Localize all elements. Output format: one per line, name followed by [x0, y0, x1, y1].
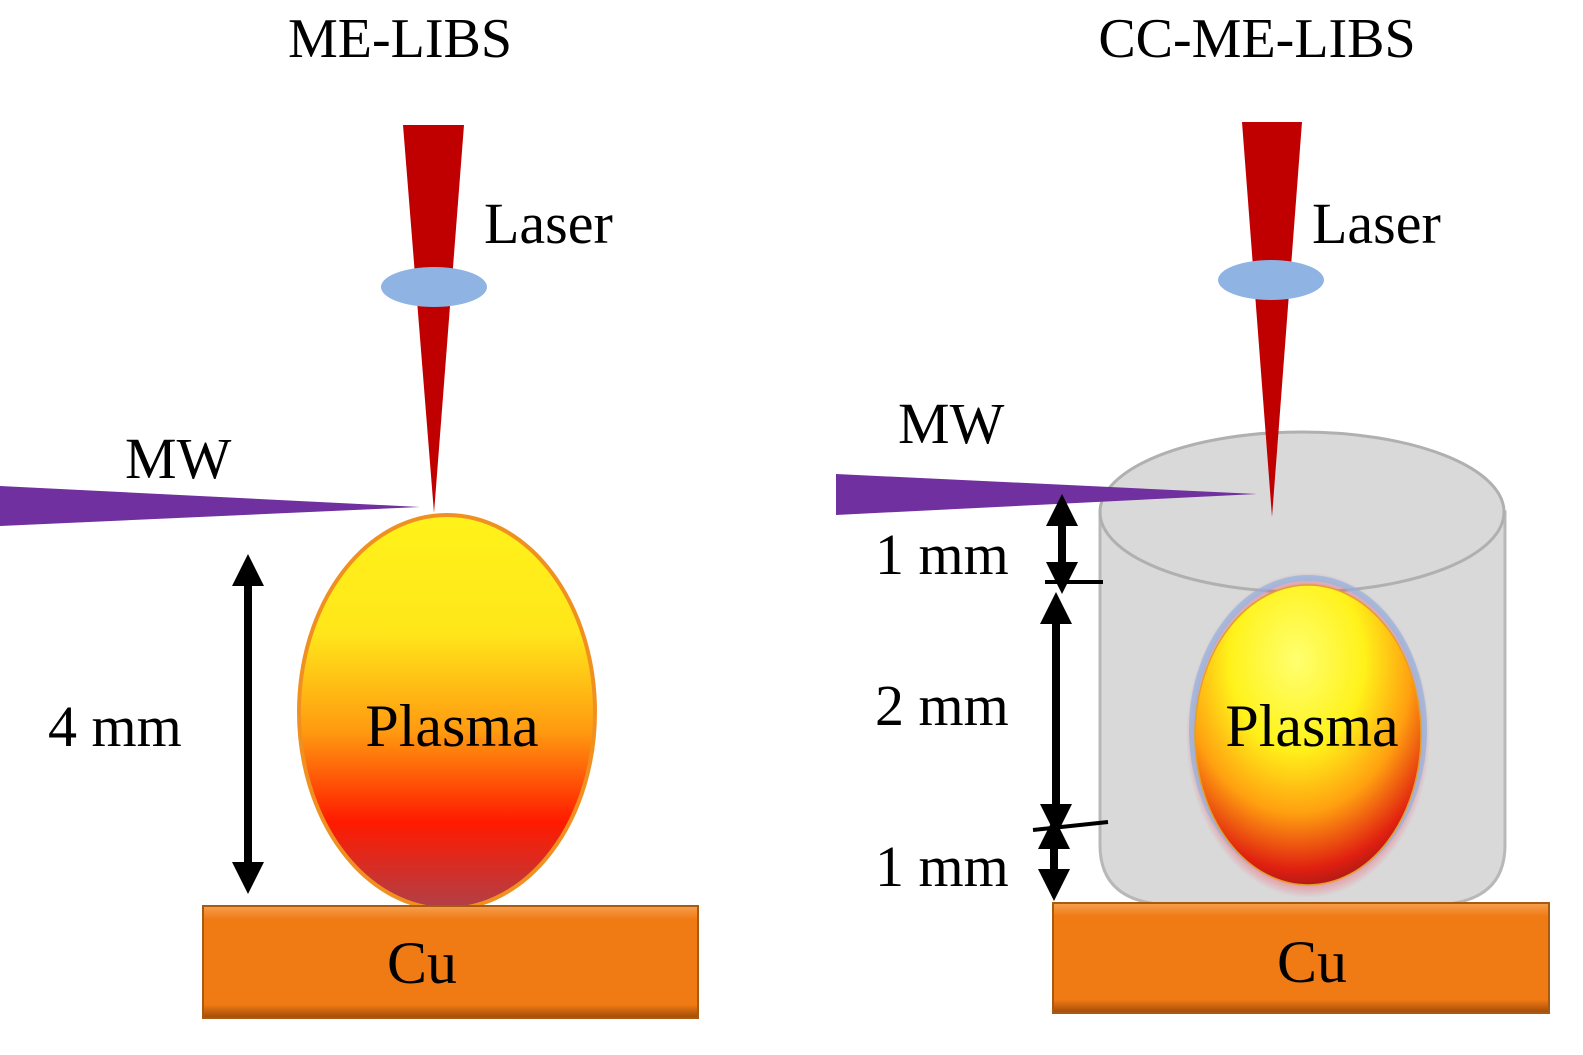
focusing-lens-icon	[381, 267, 487, 307]
substrate-icon	[202, 905, 699, 1019]
panel-cc-me-libs: CC-ME-LIBS Plasma Laser MW 1 mm 2 mm 1 m…	[836, 8, 1550, 1014]
laser-beam-icon	[403, 125, 464, 513]
laser-beam-icon	[1242, 122, 1302, 517]
microwave-antenna-icon	[0, 486, 420, 526]
mw-label: MW	[125, 426, 232, 491]
dimension-label: 4 mm	[48, 694, 182, 759]
dimension-label: 1 mm	[875, 522, 1009, 587]
plasma-icon	[1194, 584, 1422, 886]
panel-me-libs: ME-LIBS Laser MW Plasma 4 mm Cu	[0, 8, 699, 1019]
laser-label: Laser	[484, 191, 613, 256]
dimension-label: 1 mm	[875, 834, 1009, 899]
substrate-label: Cu	[1277, 929, 1347, 995]
panel-title: CC-ME-LIBS	[1098, 8, 1415, 70]
plasma-label: Plasma	[1225, 693, 1398, 759]
focusing-lens-icon	[1218, 260, 1324, 300]
mw-label: MW	[898, 391, 1005, 456]
substrate-icon	[1052, 902, 1550, 1014]
dimension-label: 2 mm	[875, 673, 1009, 738]
plasma-label: Plasma	[365, 693, 538, 759]
panel-title: ME-LIBS	[288, 8, 512, 70]
substrate-label: Cu	[387, 930, 457, 996]
dimension-tick	[1032, 820, 1109, 832]
laser-label: Laser	[1312, 191, 1441, 256]
